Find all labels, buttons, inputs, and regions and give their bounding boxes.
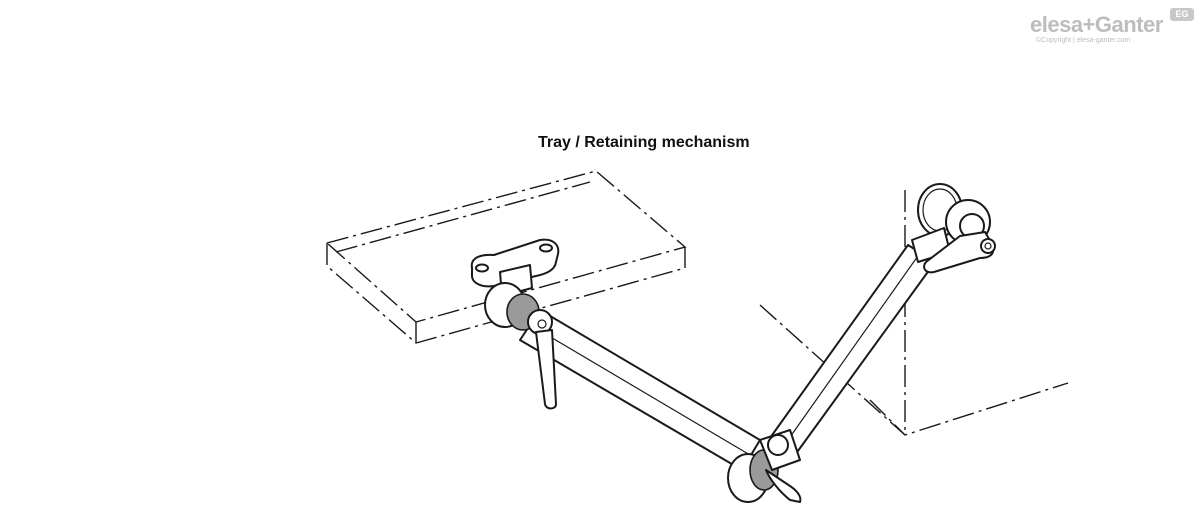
plate-joint xyxy=(484,282,553,335)
elbow-joint xyxy=(727,429,802,503)
logo-badge: EG xyxy=(1170,8,1194,21)
tray-outline xyxy=(325,170,687,344)
plate-lever-handle xyxy=(535,329,557,410)
brand-logo: elesa+Ganter EG ©Copyright | elesa-gante… xyxy=(1030,8,1195,48)
diagram-title: Tray / Retaining mechanism xyxy=(538,134,750,151)
mounting-plate xyxy=(470,238,560,297)
upper-arm-tube xyxy=(769,244,936,456)
support-outline xyxy=(759,190,1069,436)
upper-joint xyxy=(911,183,996,274)
logo-brand-text: elesa+Ganter xyxy=(1030,12,1163,37)
logo-copyright: ©Copyright | elesa-ganter.com xyxy=(1036,37,1131,44)
